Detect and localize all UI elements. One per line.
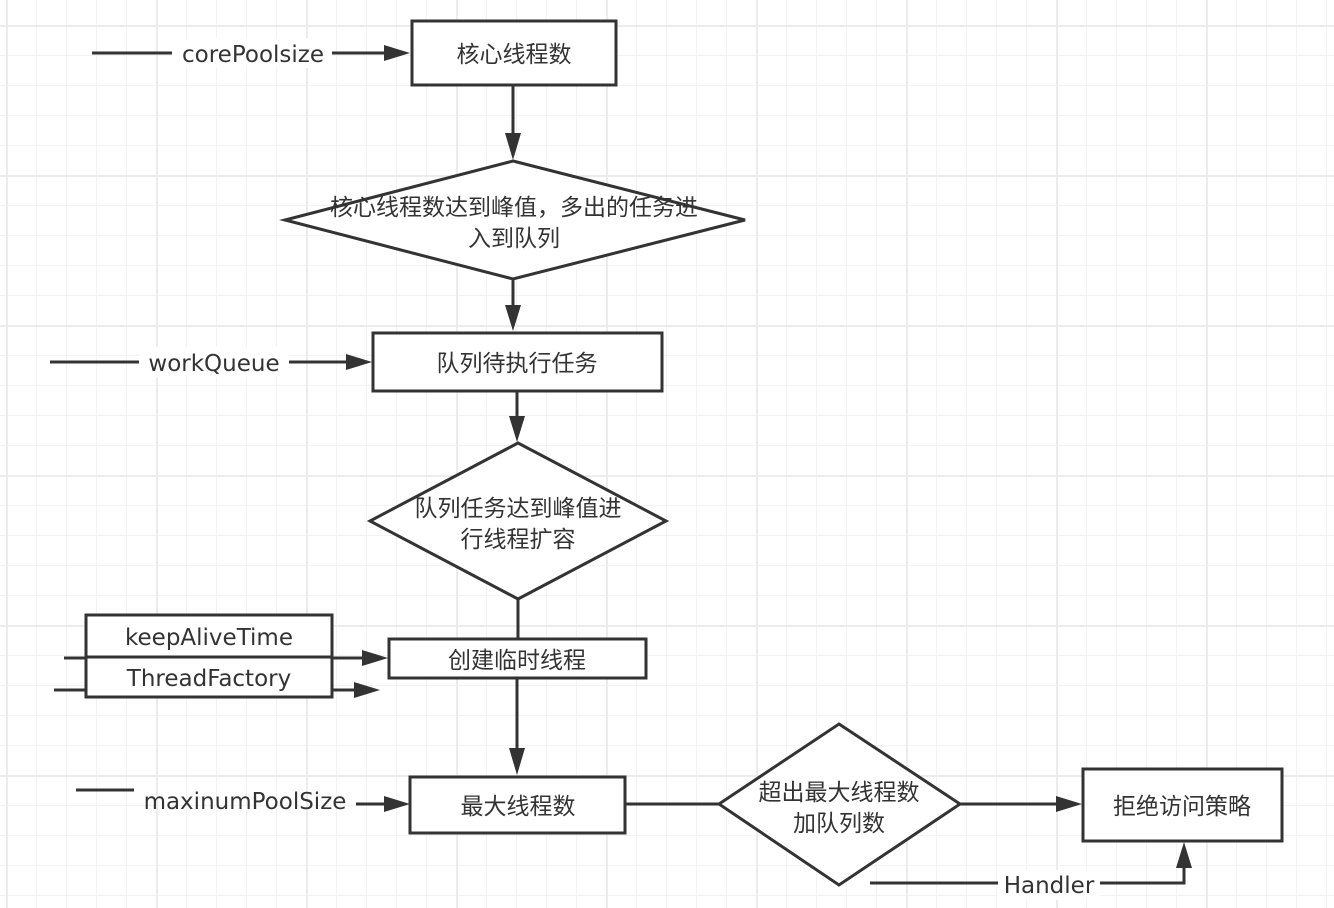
node-queue-full-decision[interactable]: 队列任务达到峰值进 行线程扩容 <box>366 441 670 601</box>
edge-label-maxpoolsize: maxinumPoolSize <box>144 789 347 815</box>
decision-diamond[interactable] <box>716 722 963 887</box>
node-label-line2: 行线程扩容 <box>461 527 576 553</box>
edge-decision-to-queue <box>505 279 521 331</box>
label-background <box>998 870 1100 900</box>
node-label-line1: 队列任务达到峰值进 <box>415 496 622 522</box>
node-max-threads[interactable]: 最大线程数 <box>408 775 627 835</box>
node-label: 拒绝访问策略 <box>1113 794 1251 820</box>
edge-corepoolsize: corePoolsize <box>92 38 410 68</box>
edge-handler: Handler <box>870 842 1192 900</box>
node-reject-policy[interactable]: 拒绝访问策略 <box>1081 767 1284 843</box>
arrow-head-icon <box>384 796 410 812</box>
edge-core-to-decision <box>505 85 521 160</box>
node-label-line2: 入到队列 <box>468 226 560 252</box>
edge-keepalivetime <box>64 650 388 666</box>
param-keepalivetime: keepAliveTime <box>125 625 293 651</box>
arrow-head-icon <box>1056 796 1082 812</box>
node-params-box[interactable]: keepAliveTime ThreadFactory <box>84 613 334 699</box>
node-create-temp-threads[interactable]: 创建临时线程 <box>387 637 648 680</box>
node-label: 核心线程数 <box>457 42 572 68</box>
arrow-head-icon <box>505 133 521 160</box>
arrow-head-icon <box>509 416 525 442</box>
node-core-threads[interactable]: 核心线程数 <box>410 19 618 87</box>
edge-temp-to-max <box>509 678 525 775</box>
arrow-head-icon <box>1176 842 1192 868</box>
edge-queue-to-decision <box>509 391 525 442</box>
edge-decision-to-reject <box>960 796 1082 812</box>
node-label: 最大线程数 <box>461 794 576 820</box>
process-box[interactable] <box>410 19 618 87</box>
edge-workqueue: workQueue <box>50 347 372 377</box>
arrow-head-icon <box>362 650 388 666</box>
arrow-head-icon <box>509 748 525 775</box>
edge-label-corepoolsize: corePoolsize <box>182 42 324 68</box>
label-background <box>172 38 332 68</box>
edge-label-handler: Handler <box>1004 873 1095 899</box>
edge-maxpoolsize: maxinumPoolSize <box>76 788 410 815</box>
node-over-max-decision[interactable]: 超出最大线程数 加队列数 <box>716 722 963 887</box>
arrow-head-icon <box>346 354 372 370</box>
process-box[interactable] <box>371 331 664 393</box>
edge-threadfactory <box>54 682 380 698</box>
node-label-line1: 超出最大线程数 <box>759 780 920 806</box>
node-label: 创建临时线程 <box>448 648 586 674</box>
process-box[interactable] <box>1081 767 1284 843</box>
edge-label-workqueue: workQueue <box>148 351 279 377</box>
arrow-head-icon <box>384 45 410 61</box>
node-core-full-decision[interactable]: 核心线程数达到峰值，多出的任务进 入到队列 <box>279 159 746 281</box>
node-label-line2: 加队列数 <box>793 811 885 837</box>
arrow-head-icon <box>505 305 521 331</box>
param-threadfactory: ThreadFactory <box>126 666 291 692</box>
node-queue-tasks[interactable]: 队列待执行任务 <box>371 331 664 393</box>
connector-line <box>870 866 1186 885</box>
arrow-head-icon <box>354 682 380 698</box>
label-background <box>139 347 289 377</box>
node-label: 队列待执行任务 <box>437 351 598 377</box>
node-label-line1: 核心线程数达到峰值，多出的任务进 <box>330 195 698 221</box>
